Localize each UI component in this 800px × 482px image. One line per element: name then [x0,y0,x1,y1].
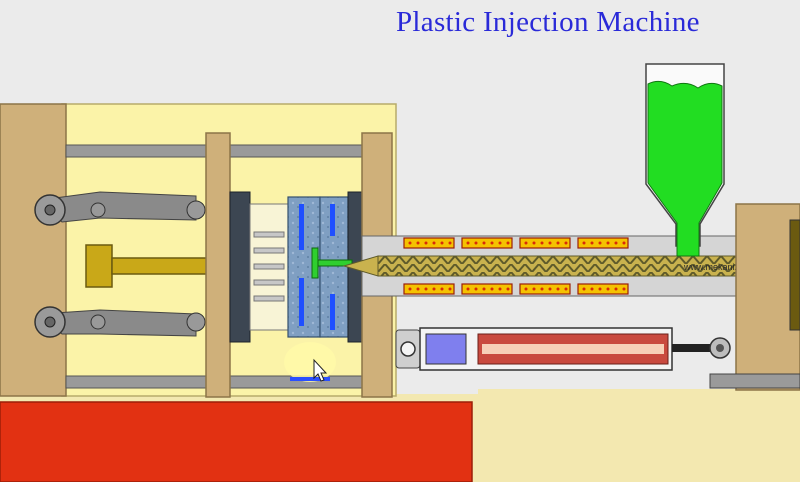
watermark: www.mekanizmalar.com [683,262,781,272]
cooling-channels [299,204,335,330]
red-base [0,401,473,482]
clamp-cylinder [85,244,113,288]
heater-dots [408,241,626,291]
ejector-pins [253,231,285,302]
page-title: Plastic Injection Machine [396,6,700,38]
plastic-pellets [647,80,723,257]
moving-platen [205,132,231,398]
drive-motor [789,219,800,331]
screw-drive-block [735,203,800,391]
rear-platen [0,103,67,397]
clamp-ram [111,257,213,275]
cursor-highlight [284,342,336,382]
molded-part [311,247,353,279]
heater-bands-bottom [403,283,629,295]
heater-bands-top [403,237,629,249]
cursor-underline [290,377,330,381]
hopper [645,63,725,257]
toggle-link-bottom [34,306,206,338]
mold-back-plate [229,191,251,343]
cursor-icon[interactable] [313,358,328,382]
injection-cylinder [395,327,800,389]
toggle-link-top [34,191,206,226]
